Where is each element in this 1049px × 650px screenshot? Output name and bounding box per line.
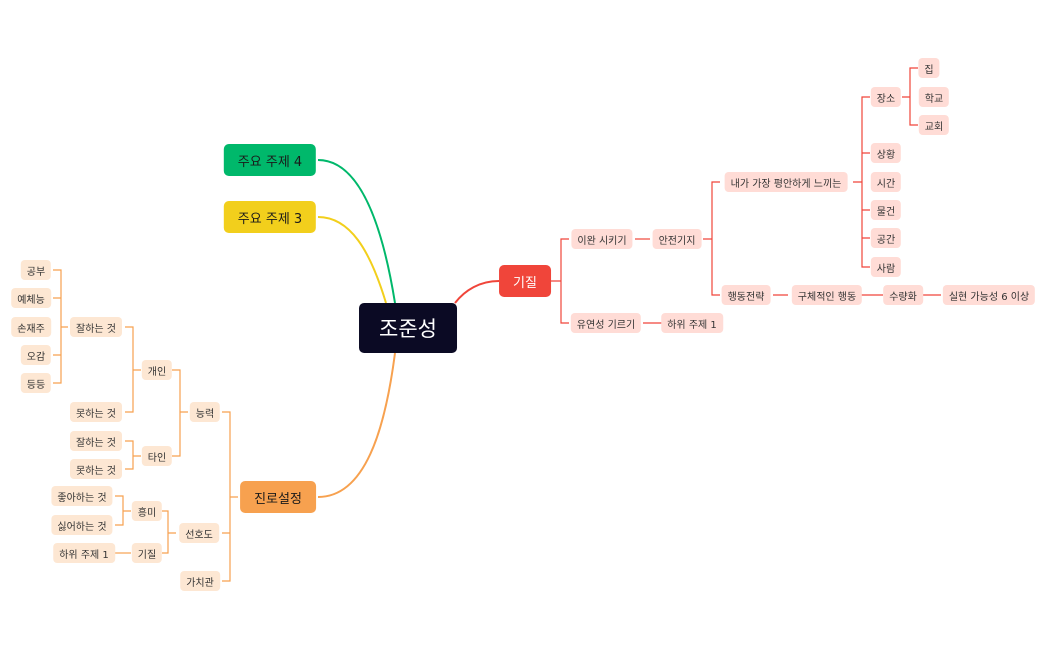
link-others-children (125, 440, 141, 470)
link-goodat-children (53, 269, 68, 384)
home-node[interactable]: 집 (918, 58, 940, 78)
senses-node[interactable]: 오감 (20, 345, 52, 365)
link-root-career (317, 352, 396, 498)
etc-node[interactable]: 등등 (20, 373, 52, 393)
person-node[interactable]: 사람 (870, 257, 902, 277)
ability-node[interactable]: 능력 (189, 402, 221, 422)
temper-subtopic-node[interactable]: 하위 주제 1 (661, 313, 723, 333)
root-node[interactable]: 조준성 (359, 303, 457, 353)
link-personal-children (125, 326, 141, 413)
likes-node[interactable]: 좋아하는 것 (51, 486, 113, 506)
space-node[interactable]: 공간 (870, 228, 902, 248)
link-temper-children (551, 238, 569, 324)
object-node[interactable]: 물건 (870, 200, 902, 220)
study-node[interactable]: 공부 (20, 260, 52, 280)
good-at-node[interactable]: 잘하는 것 (70, 317, 122, 337)
topic-3-node[interactable]: 주요 주제 3 (223, 201, 317, 233)
quantify-node[interactable]: 수량화 (883, 285, 923, 305)
school-node[interactable]: 학교 (918, 87, 950, 107)
separation-node[interactable]: 이완 시키기 (571, 229, 633, 249)
preference-node[interactable]: 선호도 (179, 523, 219, 543)
bad-at-node[interactable]: 못하는 것 (70, 402, 122, 422)
link-place-children (902, 67, 918, 126)
place-node[interactable]: 장소 (870, 87, 902, 107)
values-node[interactable]: 가치관 (180, 571, 220, 591)
time-node[interactable]: 시간 (870, 172, 902, 192)
arts-node[interactable]: 예체능 (11, 288, 51, 308)
personal-node[interactable]: 개인 (141, 360, 173, 380)
others-node[interactable]: 타인 (141, 446, 173, 466)
others-good-at-node[interactable]: 잘하는 것 (70, 431, 122, 451)
flexibility-node[interactable]: 유연성 기르기 (570, 313, 642, 333)
comfort-node[interactable]: 내가 가장 평안하게 느끼는 (724, 172, 848, 192)
interest-node[interactable]: 흥미 (131, 501, 163, 521)
dexterity-node[interactable]: 손재주 (11, 317, 51, 337)
dislikes-node[interactable]: 싫어하는 것 (51, 515, 113, 535)
situation-node[interactable]: 상황 (870, 143, 902, 163)
link-ability-children (172, 369, 188, 457)
link-root-temper (454, 280, 500, 304)
link-comfort-children (853, 96, 870, 268)
link-root-t4 (317, 159, 396, 304)
feasibility-node[interactable]: 실현 가능성 6 이상 (942, 285, 1036, 305)
career-temper-node[interactable]: 기질 (131, 543, 163, 563)
safe-base-node[interactable]: 안전기지 (652, 229, 702, 249)
others-bad-at-node[interactable]: 못하는 것 (70, 459, 122, 479)
church-node[interactable]: 교회 (918, 115, 950, 135)
link-interest-children (115, 495, 131, 526)
career-temper-subtopic-node[interactable]: 하위 주제 1 (53, 543, 115, 563)
career-node[interactable]: 진로설정 (240, 481, 316, 513)
link-pref-children (162, 510, 176, 554)
concrete-action-node[interactable]: 구체적인 행동 (791, 285, 863, 305)
link-career-children (222, 411, 238, 582)
link-safebase-children (703, 181, 720, 296)
link-root-t3 (317, 216, 387, 304)
topic-4-node[interactable]: 주요 주제 4 (223, 144, 317, 176)
temper-node[interactable]: 기질 (499, 265, 551, 297)
strategy-node[interactable]: 행동전략 (721, 285, 771, 305)
